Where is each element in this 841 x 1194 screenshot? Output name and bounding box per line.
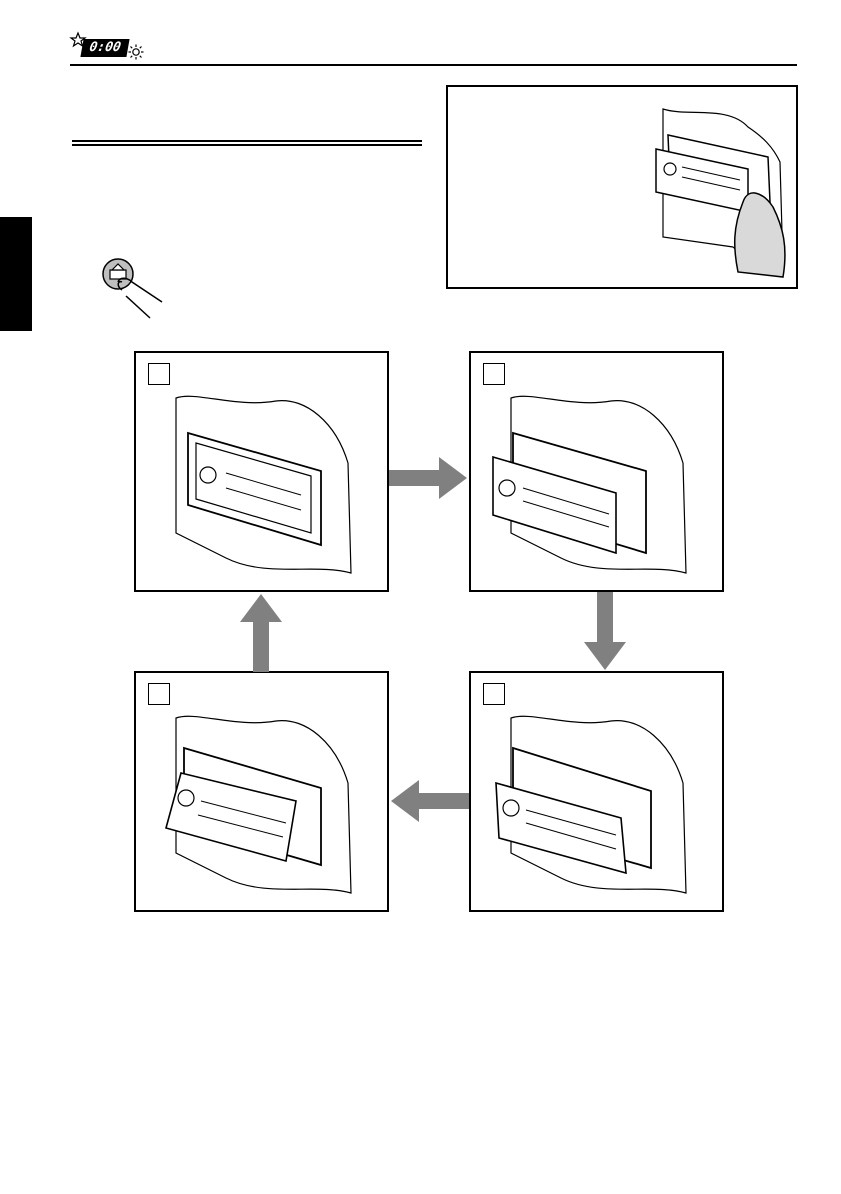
step-panel-4 [134, 671, 389, 912]
hand-icon [735, 193, 785, 277]
arrow-right-icon [389, 455, 469, 501]
clock-display: 0:00 [80, 39, 129, 57]
language-tab [0, 217, 32, 331]
step-panel-1 [134, 351, 389, 592]
panel-tilted-illustration [136, 673, 387, 910]
removal-inset-panel [446, 85, 798, 289]
arrow-down-icon [582, 592, 628, 672]
step-panel-2 [469, 351, 724, 592]
section-rule [72, 140, 422, 146]
panel-closed-illustration [136, 353, 387, 590]
header-rule [70, 64, 797, 66]
hand-removing-panel-illustration [448, 87, 796, 287]
panel-detached-illustration [471, 353, 722, 590]
step-panel-3 [469, 671, 724, 912]
panel-opened-illustration [471, 673, 722, 910]
arrow-up-icon [238, 592, 284, 672]
arrow-left-icon [389, 778, 469, 824]
release-button-press-illustration [100, 256, 170, 322]
sun-icon [128, 44, 144, 60]
